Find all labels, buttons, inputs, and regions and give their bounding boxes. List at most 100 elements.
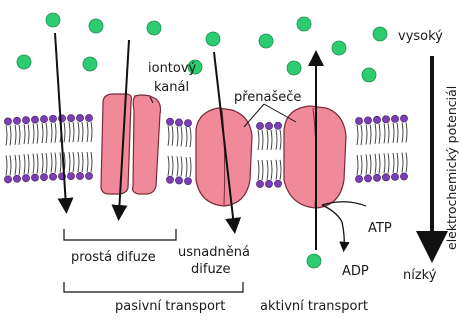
lipid-tail xyxy=(15,155,16,175)
lipid-head xyxy=(13,175,20,182)
lipid-tail xyxy=(276,160,277,180)
ion-channel-left-subunit xyxy=(101,94,132,194)
passive-transport-label: pasivní transport xyxy=(115,299,225,314)
lipid-tail xyxy=(406,153,407,173)
lipid-tail xyxy=(384,123,385,143)
lipid-tail xyxy=(379,154,380,174)
lipid-head xyxy=(13,117,20,124)
molecule xyxy=(17,55,31,69)
lipid-tail xyxy=(33,154,34,174)
lipid-tail xyxy=(37,154,38,174)
low-label: nízký xyxy=(403,268,437,283)
lipid-tail xyxy=(91,122,92,142)
molecule xyxy=(307,254,321,268)
lipid-tail xyxy=(267,130,268,150)
lipid-head xyxy=(22,175,29,182)
lipid-head xyxy=(175,119,182,126)
lipid-head xyxy=(166,118,173,125)
lipid-tail xyxy=(177,156,178,176)
lipid-tail xyxy=(42,153,43,173)
lipid-tail xyxy=(78,122,79,142)
simple-diffusion-label: prostá difuze xyxy=(71,250,156,265)
lipid-head xyxy=(49,173,56,180)
lipid-tail xyxy=(28,154,29,174)
molecule xyxy=(297,17,311,31)
atp-to-adp-arrow xyxy=(322,205,344,247)
molecule xyxy=(332,41,346,55)
lipid-tail xyxy=(402,153,403,173)
lipid-tail xyxy=(46,123,47,143)
lipid-tail xyxy=(271,130,272,150)
lipid-tail xyxy=(258,160,259,180)
lipid-tail xyxy=(42,123,43,143)
lipid-tail xyxy=(357,155,358,175)
lipid-tail xyxy=(87,152,88,172)
lipid-tail xyxy=(190,127,191,147)
lipid-tail xyxy=(6,125,7,145)
lipid-tail xyxy=(402,123,403,143)
lipid-tail xyxy=(366,154,367,174)
lipid-head xyxy=(31,174,38,181)
lipid-tail xyxy=(379,124,380,144)
lipid-tail xyxy=(87,122,88,142)
lipid-tail xyxy=(19,155,20,175)
lipid-tail xyxy=(69,152,70,172)
lipid-head xyxy=(391,115,398,122)
lipid-tail xyxy=(370,154,371,174)
lipid-head xyxy=(85,172,92,179)
lipid-tail xyxy=(82,122,83,142)
lipid-head xyxy=(355,175,362,182)
lipid-tail xyxy=(370,124,371,144)
lipid-tail xyxy=(91,152,92,172)
active-transport-label: aktivní transport xyxy=(260,299,368,314)
lipid-tail xyxy=(55,153,56,173)
adp-label: ADP xyxy=(342,264,369,279)
lipid-tail xyxy=(388,123,389,143)
molecule xyxy=(46,13,60,27)
lipid-head xyxy=(274,180,281,187)
lipid-tail xyxy=(10,125,11,145)
lipid-tail xyxy=(28,124,29,144)
lipid-tail xyxy=(271,160,272,180)
facilitated-diffusion-label-line1: usnadněná xyxy=(178,245,250,260)
lipid-tail xyxy=(397,153,398,173)
lipid-tail xyxy=(69,122,70,142)
molecule xyxy=(147,21,161,35)
molecule xyxy=(259,34,273,48)
lipid-head xyxy=(364,175,371,182)
lipid-head xyxy=(265,180,272,187)
lipid-tail xyxy=(361,125,362,145)
lipid-tail xyxy=(361,155,362,175)
lipid-head xyxy=(4,176,11,183)
lipid-tail xyxy=(168,156,169,176)
facilitated-diffusion-label-line2: difuze xyxy=(191,262,231,277)
lipid-head xyxy=(256,122,263,129)
lipid-tail xyxy=(186,157,187,177)
lipid-head xyxy=(40,174,47,181)
lipid-tail xyxy=(10,155,11,175)
lipid-head xyxy=(49,115,56,122)
lipid-head xyxy=(373,174,380,181)
lipid-tail xyxy=(51,153,52,173)
lipid-tail xyxy=(172,126,173,146)
lipid-tail xyxy=(73,152,74,172)
lipid-tail xyxy=(78,152,79,172)
high-label: vysoký xyxy=(398,29,443,44)
lipid-tail xyxy=(280,160,281,180)
lipid-head xyxy=(265,122,272,129)
lipid-head xyxy=(184,119,191,126)
lipid-head xyxy=(4,118,11,125)
carrier-protein-1 xyxy=(196,108,252,206)
lipid-tail xyxy=(55,123,56,143)
lipid-head xyxy=(400,115,407,122)
gradient-axis-label: elektrochemický potenciál xyxy=(444,86,459,250)
lipid-tail xyxy=(186,127,187,147)
lipid-head xyxy=(31,116,38,123)
lipid-tail xyxy=(375,154,376,174)
lipid-tail xyxy=(46,153,47,173)
lipid-head xyxy=(67,115,74,122)
lipid-tail xyxy=(262,130,263,150)
lipid-head xyxy=(382,116,389,123)
lipid-tail xyxy=(393,123,394,143)
